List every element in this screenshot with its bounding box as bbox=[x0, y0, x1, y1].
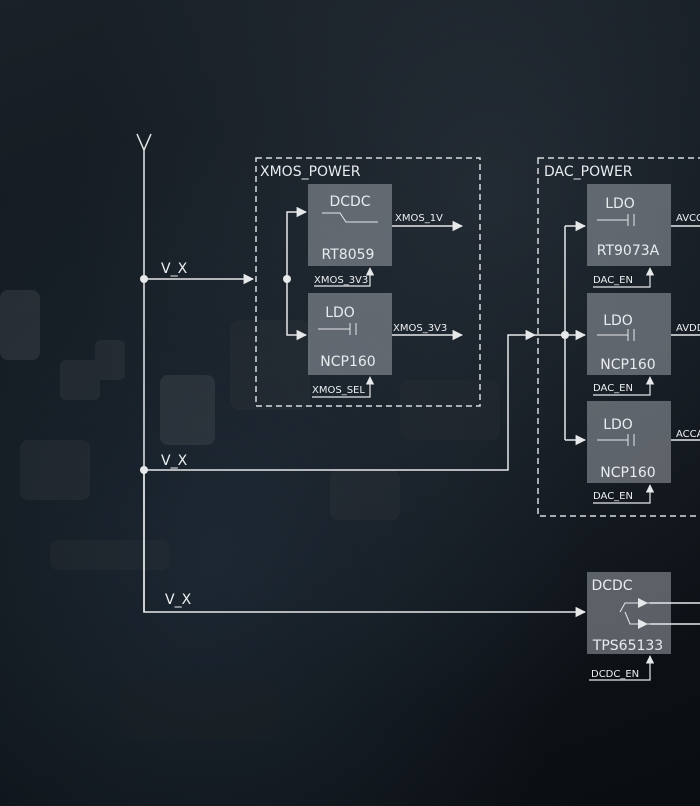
ldo-cap-icon bbox=[597, 434, 635, 446]
ctrl-wire-rt9073a bbox=[593, 267, 655, 288]
dcdc-switch-icon bbox=[322, 212, 378, 223]
ctrl-label-xmos-3v3: XMOS_3V3 bbox=[314, 275, 368, 286]
wire-vx-bottom bbox=[143, 470, 587, 618]
ldo-cap-icon bbox=[318, 323, 357, 335]
block-tps65133-part: TPS65133 bbox=[592, 638, 663, 654]
block-ncp160-xmos-type: LDO bbox=[325, 305, 355, 321]
xmos-power-title: XMOS_POWER bbox=[260, 164, 361, 180]
ctrl-label-xmos-sel: XMOS_SEL bbox=[312, 385, 365, 396]
block-ncp160-dac1-part: NCP160 bbox=[600, 357, 655, 373]
net-label-acca: ACCA bbox=[676, 429, 700, 440]
wire-vx-mid bbox=[144, 329, 537, 471]
block-tps65133-type: DCDC bbox=[591, 578, 632, 594]
wire-label-vx-top: V_X bbox=[161, 261, 188, 277]
block-ncp160-dac1-type: LDO bbox=[603, 313, 633, 329]
block-rt9073a-part: RT9073A bbox=[597, 243, 660, 259]
block-rt9073a: LDO RT9073A bbox=[587, 184, 671, 266]
ldo-cap-icon bbox=[597, 329, 635, 341]
ldo-cap-icon bbox=[597, 214, 635, 226]
block-tps65133: DCDC TPS65133 bbox=[587, 572, 671, 654]
ctrl-label-dac-en-3: DAC_EN bbox=[593, 491, 633, 502]
block-rt8059-part: RT8059 bbox=[322, 247, 375, 263]
block-ncp160-xmos-part: NCP160 bbox=[320, 354, 375, 370]
ctrl-label-dac-en-1: DAC_EN bbox=[593, 275, 633, 286]
vx-input-symbol bbox=[136, 133, 152, 152]
block-ncp160-dac2-part: NCP160 bbox=[600, 465, 655, 481]
block-ncp160-dac1: LDO NCP160 bbox=[587, 293, 671, 375]
ctrl-label-dcdc-en: DCDC_EN bbox=[591, 669, 639, 680]
arrow-icon bbox=[638, 598, 648, 608]
block-ncp160-xmos: LDO NCP160 bbox=[308, 293, 392, 375]
block-ncp160-dac2-type: LDO bbox=[603, 417, 633, 433]
ctrl-wire-ncp160-dac1 bbox=[593, 376, 655, 396]
block-ncp160-dac2: LDO NCP160 bbox=[587, 401, 671, 483]
wire-to-ncp160-xmos bbox=[286, 279, 308, 341]
net-label-xmos-1v: XMOS_1V bbox=[395, 213, 443, 224]
arrow-icon bbox=[638, 619, 648, 629]
block-rt8059-type: DCDC bbox=[329, 194, 370, 210]
ctrl-wire-ncp160-dac2 bbox=[593, 484, 655, 504]
net-label-xmos-3v3: XMOS_3V3 bbox=[393, 323, 447, 334]
background-components bbox=[0, 290, 500, 740]
dac-power-title: DAC_POWER bbox=[544, 164, 633, 180]
xmos-power-group bbox=[255, 157, 481, 407]
block-rt8059: DCDC RT8059 bbox=[308, 184, 392, 266]
dac-power-group bbox=[537, 157, 700, 517]
ctrl-wire-ncp160-xmos bbox=[312, 376, 375, 398]
wire-to-rt8059 bbox=[286, 206, 308, 279]
ctrl-label-dac-en-2: DAC_EN bbox=[593, 383, 633, 394]
wire-label-vx-mid: V_X bbox=[161, 453, 188, 469]
block-rt9073a-type: LDO bbox=[605, 196, 635, 212]
net-label-avcc: AVCC bbox=[676, 213, 700, 224]
ctrl-wire-rt8059 bbox=[314, 267, 375, 287]
ctrl-wire-tps65133 bbox=[589, 655, 655, 681]
wire-label-vx-bottom: V_X bbox=[165, 592, 192, 608]
